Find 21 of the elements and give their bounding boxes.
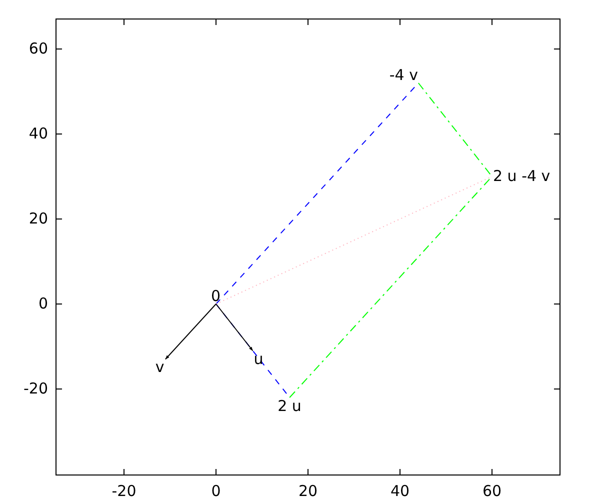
axis-tick-label: 0 — [38, 296, 48, 312]
point-label: v — [155, 360, 164, 376]
point-label: u — [254, 352, 264, 367]
axis-tick-label: 20 — [28, 212, 48, 226]
connector-line — [418, 82, 492, 177]
axis-tick-label: 40 — [390, 484, 410, 499]
axis-tick-label: 60 — [482, 484, 502, 499]
axis-tick-label: 60 — [28, 42, 48, 56]
axis-tick-label: 0 — [211, 484, 221, 499]
axis-tick-label: -20 — [112, 484, 136, 499]
point-label: 2 u -4 v — [493, 169, 550, 184]
vector-arrow — [216, 304, 254, 352]
point-label: 0 — [211, 289, 221, 304]
point-label: 2 u — [278, 398, 302, 414]
axis-tick-label: -20 — [24, 382, 48, 396]
axis-tick-label: 40 — [28, 126, 48, 142]
connector-line — [289, 176, 492, 398]
point-label: -4 v — [389, 68, 418, 83]
connector-line — [216, 176, 492, 304]
axis-tick-label: 20 — [298, 484, 318, 499]
vector-arrow — [164, 304, 216, 360]
